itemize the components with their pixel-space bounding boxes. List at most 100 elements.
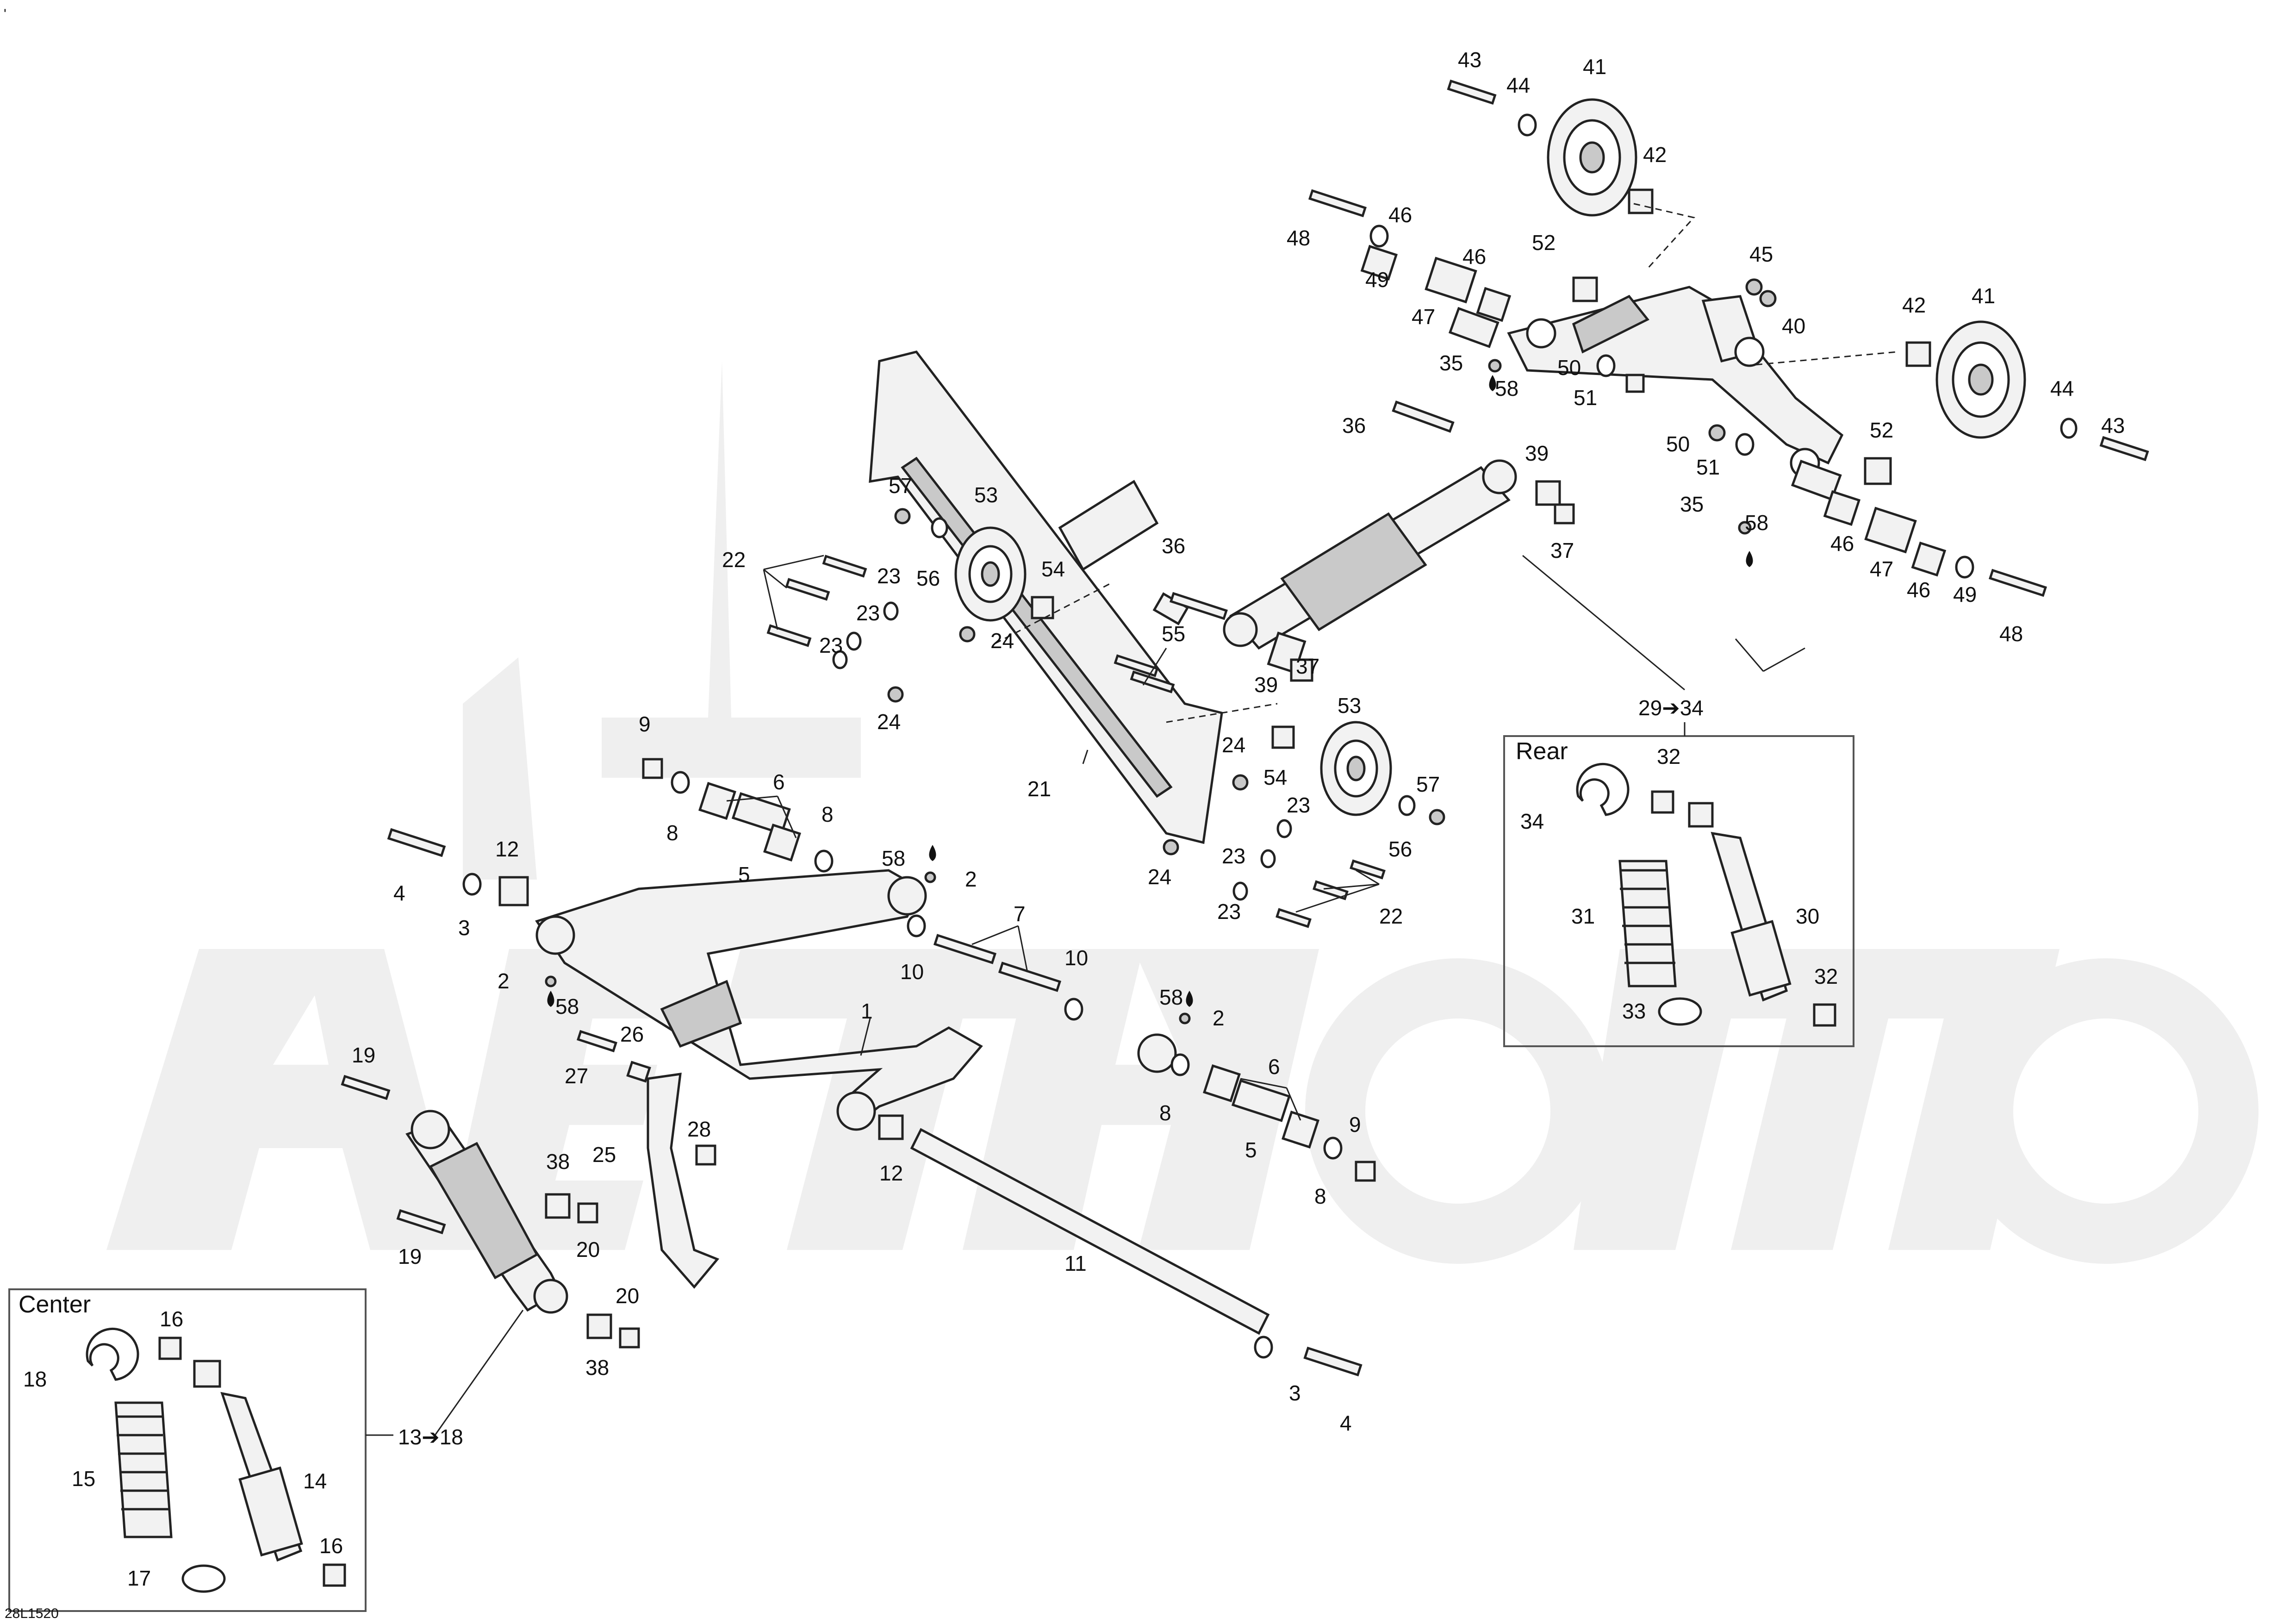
idler-wheel-53-upper xyxy=(954,526,1027,622)
callout: 27 xyxy=(565,1064,588,1088)
callout: 39 xyxy=(1254,673,1278,697)
callout: 37 xyxy=(1296,654,1319,678)
callout: 35 xyxy=(1439,351,1463,375)
callout: 2 xyxy=(965,867,977,891)
callout: 24 xyxy=(877,710,901,734)
callout: 44 xyxy=(2050,376,2074,400)
callout: 20 xyxy=(576,1237,600,1262)
callout: 9 xyxy=(639,712,651,736)
callout: 10 xyxy=(900,960,924,984)
idler-wheel-53-lower xyxy=(1320,721,1392,816)
callout: 56 xyxy=(916,566,940,590)
callout: 2 xyxy=(1213,1006,1225,1030)
callout: 8 xyxy=(821,802,834,826)
callout: 49 xyxy=(1365,268,1389,292)
callout: 38 xyxy=(585,1355,609,1380)
callout: 26 xyxy=(620,1022,644,1046)
grease-drop-icons xyxy=(547,375,1753,1007)
callout: 58 xyxy=(882,846,905,870)
callout: 21 xyxy=(1027,777,1051,801)
callout: 9 xyxy=(1349,1112,1361,1137)
callout: 40 xyxy=(1782,314,1805,338)
callout: 12 xyxy=(879,1161,903,1185)
callout: 32 xyxy=(1814,964,1838,988)
callout: 16 xyxy=(160,1307,183,1331)
front-shock-absorber xyxy=(405,1110,568,1314)
callout: 48 xyxy=(1287,226,1310,250)
callout: 58 xyxy=(1495,376,1518,400)
callout: 44 xyxy=(1506,73,1530,97)
drawing-code: 28L1520 xyxy=(5,1606,59,1621)
callout: 18 xyxy=(23,1367,47,1391)
callout: 23 xyxy=(1287,793,1310,817)
callout: 29➔34 xyxy=(1638,696,1704,720)
callout: 15 xyxy=(72,1467,95,1491)
callout: 58 xyxy=(555,994,579,1018)
callout: 19 xyxy=(398,1244,422,1268)
callout: 36 xyxy=(1162,534,1185,558)
callout: 12 xyxy=(495,837,519,861)
callout: 37 xyxy=(1550,538,1574,562)
callout: 53 xyxy=(974,483,998,507)
callout: 11 xyxy=(1064,1251,1087,1275)
callout: 23 xyxy=(877,564,901,588)
callout: 3 xyxy=(458,916,470,940)
callout: 4 xyxy=(393,881,405,905)
center-inset-box: Center xyxy=(8,1288,367,1612)
front-arm-hardware xyxy=(341,758,1376,1377)
rear-hardware xyxy=(1308,79,2149,597)
callout: 41 xyxy=(1972,284,1995,308)
watermark xyxy=(106,361,2259,1264)
callout: 47 xyxy=(1870,557,1893,581)
callout: 41 xyxy=(1583,55,1606,79)
callout: 24 xyxy=(990,629,1014,653)
callout: 24 xyxy=(1148,865,1171,889)
callout: 51 xyxy=(1574,386,1597,410)
callout: 49 xyxy=(1953,582,1977,606)
rear-shock-absorber xyxy=(1223,400,1575,650)
callout: 57 xyxy=(1416,772,1440,796)
callout: 4 xyxy=(1340,1411,1352,1435)
callout: 58 xyxy=(1159,985,1183,1009)
callout: 3 xyxy=(1289,1381,1301,1405)
callout: 5 xyxy=(738,862,750,887)
callout: 33 xyxy=(1622,999,1646,1023)
callout: 14 xyxy=(303,1469,327,1493)
callout: 57 xyxy=(889,474,912,498)
callout: 23 xyxy=(1222,844,1245,868)
callout-labels: ' 28L1520 43 44 41 42 48 49 46 46 47 52 … xyxy=(4,6,2125,1621)
callout: 8 xyxy=(1314,1184,1326,1208)
callout: 10 xyxy=(1064,946,1088,970)
crossbar-hardware xyxy=(766,508,1445,928)
rear-inset-box: Rear xyxy=(1503,735,1854,1047)
callout: 35 xyxy=(1680,492,1704,516)
callout: 19 xyxy=(352,1043,375,1067)
callout: 50 xyxy=(1557,356,1581,380)
callout: 6 xyxy=(773,770,785,794)
rear-arm-assembly xyxy=(1448,286,1844,501)
callout: 23 xyxy=(1217,899,1241,924)
corner-mark: ' xyxy=(4,6,6,22)
callout: 39 xyxy=(1525,441,1549,465)
callout: 13➔18 xyxy=(398,1425,463,1449)
callout: 54 xyxy=(1041,557,1065,581)
callout: 46 xyxy=(1907,578,1930,602)
idler-wheel-41-right xyxy=(1935,320,2026,439)
callout: 23 xyxy=(819,633,843,657)
callout: 50 xyxy=(1666,432,1690,456)
front-arm xyxy=(535,869,1177,1131)
callout: 24 xyxy=(1222,733,1245,757)
callout: 22 xyxy=(1379,904,1403,928)
callout: 31 xyxy=(1571,904,1595,928)
callout: 34 xyxy=(1520,809,1544,833)
callout: 28 xyxy=(687,1117,711,1141)
callout: 16 xyxy=(319,1534,343,1558)
callout: 55 xyxy=(1162,622,1185,646)
callout: 53 xyxy=(1338,693,1361,718)
callout: 36 xyxy=(1342,413,1366,437)
callout: 22 xyxy=(722,548,746,572)
callout: 58 xyxy=(1745,511,1768,535)
callout: 46 xyxy=(1462,244,1486,269)
callout: 43 xyxy=(2101,413,2125,437)
